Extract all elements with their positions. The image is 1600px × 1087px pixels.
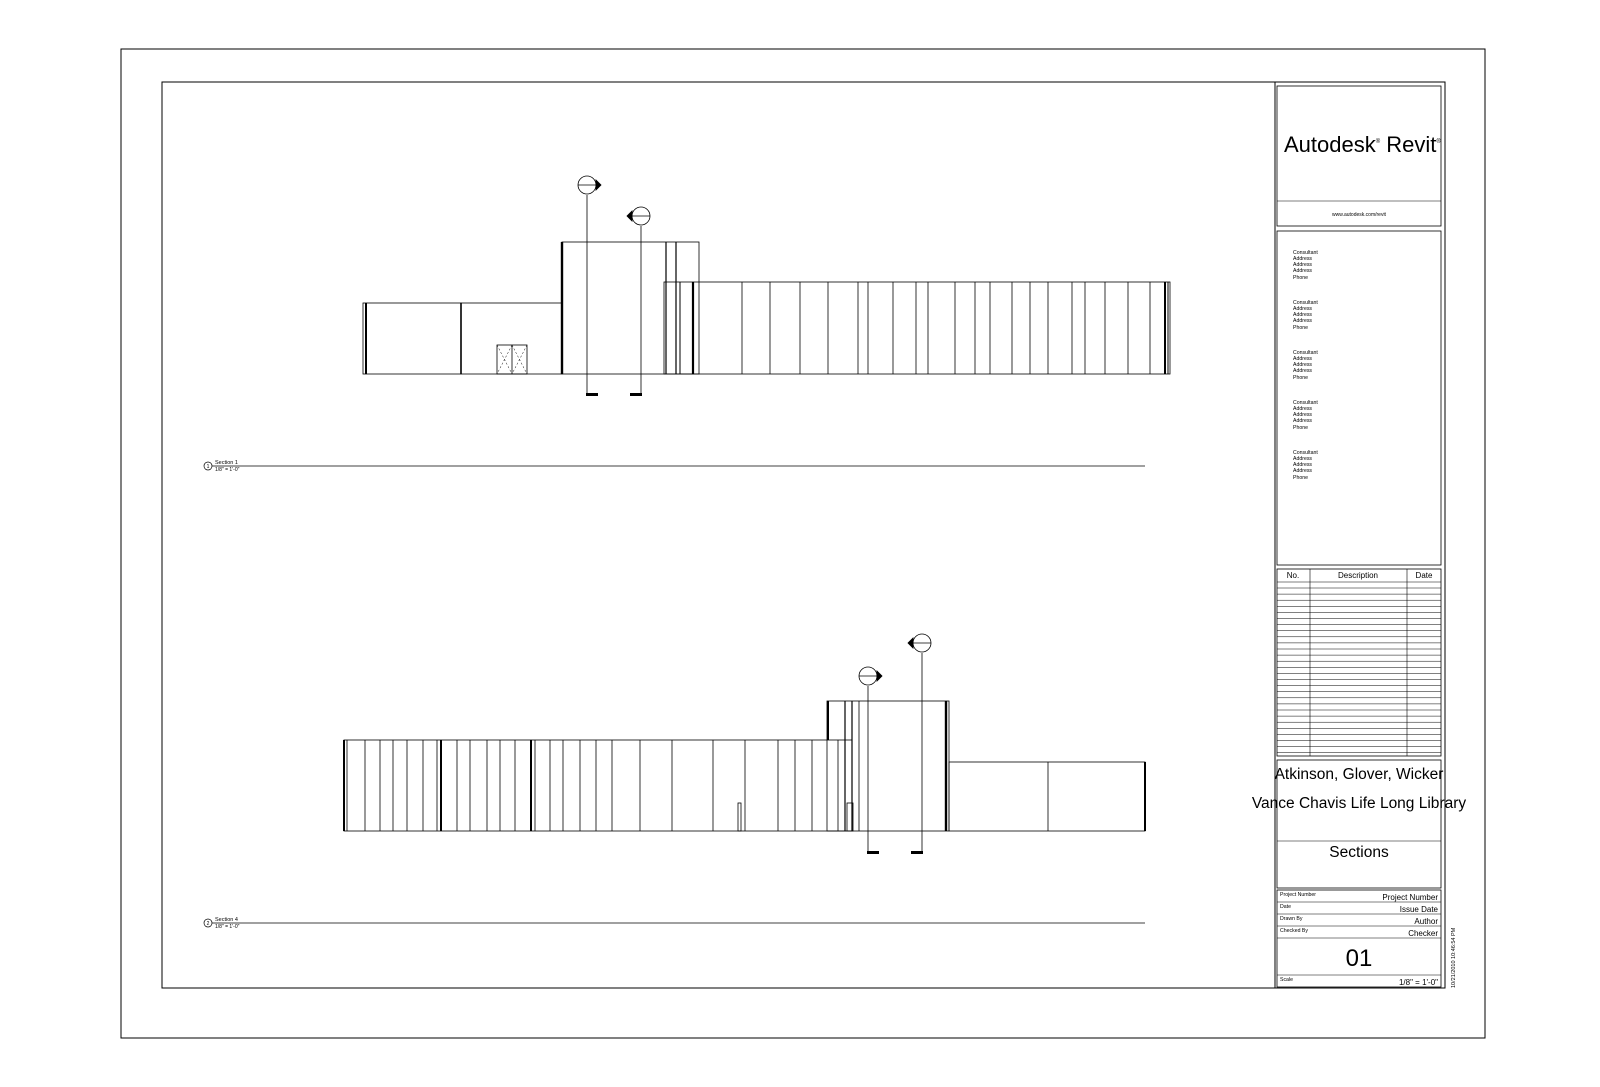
revision-header-no: No.: [1287, 571, 1299, 580]
consultant-block: Consultant Address Address Address Phone: [1293, 300, 1318, 331]
view-name: Section 4: [215, 917, 238, 923]
svg-text:Address: Address: [1293, 256, 1312, 262]
firm-name: Atkinson, Glover, Wicker: [1275, 766, 1444, 783]
project-panel: [1276, 759, 1442, 889]
building-block: [460, 302, 563, 375]
view-name: Section 1: [215, 460, 238, 466]
building-block: [362, 302, 462, 375]
inner-border: [161, 81, 1446, 989]
grid-marker: [907, 633, 932, 854]
field-label: Project Number: [1280, 892, 1316, 898]
building-block: [561, 241, 700, 375]
sheet-name: Sections: [1329, 844, 1389, 861]
svg-text:Address: Address: [1293, 318, 1312, 324]
svg-text:Address: Address: [1293, 306, 1312, 312]
svg-text:Consultant: Consultant: [1293, 300, 1318, 306]
section-1-drawing: [362, 175, 1171, 396]
svg-text:Consultant: Consultant: [1293, 350, 1318, 356]
title-block: Autodesk® Revit® www.autodesk.com/revit …: [1252, 85, 1467, 988]
view-number: 2: [207, 921, 210, 927]
view-scale: 1/8" = 1'-0": [215, 924, 240, 930]
svg-text:Address: Address: [1293, 268, 1312, 274]
title-fields: [1276, 889, 1442, 988]
revision-table: No. Description Date: [1276, 568, 1442, 757]
svg-text:Phone: Phone: [1293, 275, 1308, 281]
field-value: Checker: [1408, 929, 1438, 938]
building-block: [663, 281, 1171, 375]
autodesk-revit-logo: Autodesk® Revit®: [1284, 132, 1441, 157]
svg-text:Address: Address: [1293, 462, 1312, 468]
field-label: Drawn By: [1280, 916, 1303, 922]
svg-text:Consultant: Consultant: [1293, 250, 1318, 256]
grid-marker: [858, 666, 883, 854]
view-title-2: 2 Section 4 1/8" = 1'-0": [203, 917, 1145, 930]
building-block: [343, 739, 853, 832]
door: [496, 344, 528, 375]
consultant-block: Consultant Address Address Address Phone: [1293, 450, 1318, 481]
autodesk-url: www.autodesk.com/revit: [1332, 212, 1387, 218]
consultants-panel: [1276, 230, 1442, 566]
field-label: Date: [1280, 904, 1291, 910]
outer-border: [120, 48, 1486, 1039]
print-timestamp: 10/21/2010 10:46:54 PM: [1451, 927, 1457, 988]
svg-text:Address: Address: [1293, 418, 1312, 424]
scale-value: 1/8" = 1'-0": [1399, 978, 1438, 987]
svg-text:Address: Address: [1293, 368, 1312, 374]
view-number: 1: [207, 464, 210, 470]
field-label: Checked By: [1280, 928, 1308, 934]
door: [846, 802, 854, 832]
revision-header-date: Date: [1416, 571, 1433, 580]
svg-text:Phone: Phone: [1293, 425, 1308, 431]
section-4-drawing: [343, 633, 1146, 854]
sheet-number: 01: [1346, 945, 1373, 972]
view-title-1: 1 Section 1 1/8" = 1'-0": [203, 460, 1145, 473]
project-name: Vance Chavis Life Long Library: [1252, 795, 1467, 812]
scale-label: Scale: [1280, 977, 1293, 983]
building-block: [948, 761, 1146, 832]
svg-text:Consultant: Consultant: [1293, 400, 1318, 406]
consultant-block: Consultant Address Address Address Phone: [1293, 250, 1318, 281]
field-value: Author: [1414, 917, 1438, 926]
svg-text:Address: Address: [1293, 406, 1312, 412]
svg-text:Consultant: Consultant: [1293, 450, 1318, 456]
svg-text:Address: Address: [1293, 362, 1312, 368]
svg-text:Address: Address: [1293, 468, 1312, 474]
svg-text:Address: Address: [1293, 356, 1312, 362]
svg-text:Phone: Phone: [1293, 375, 1308, 381]
revision-header-description: Description: [1338, 571, 1378, 580]
view-scale: 1/8" = 1'-0": [215, 467, 240, 473]
svg-text:Address: Address: [1293, 262, 1312, 268]
grid-marker: [626, 206, 651, 396]
consultant-block: Consultant Address Address Address Phone: [1293, 400, 1318, 431]
field-value: Issue Date: [1400, 905, 1439, 914]
logo-panel: [1276, 85, 1442, 227]
svg-text:Phone: Phone: [1293, 325, 1308, 331]
svg-text:Address: Address: [1293, 412, 1312, 418]
consultant-block: Consultant Address Address Address Phone: [1293, 350, 1318, 381]
svg-text:Address: Address: [1293, 312, 1312, 318]
field-value: Project Number: [1382, 893, 1438, 902]
svg-text:Phone: Phone: [1293, 475, 1308, 481]
door: [737, 802, 742, 832]
svg-text:Address: Address: [1293, 456, 1312, 462]
grid-marker: [577, 175, 602, 396]
